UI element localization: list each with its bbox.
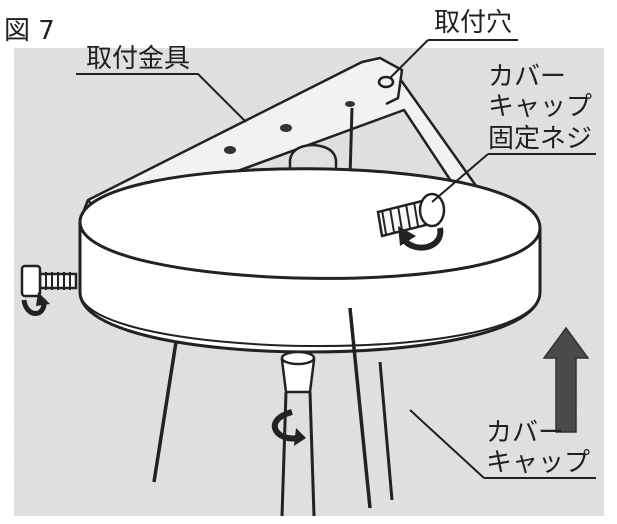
leader-mounting-hole [389,39,518,79]
up-arrow-icon [542,326,590,433]
lead-wire [348,307,372,509]
mounting-hole [377,75,395,89]
cover-screw-thread [381,201,419,235]
bracket-slot [224,146,236,154]
cover-cap-bottom-rim [79,291,541,348]
label-cover-cap-screw-line1: カバー [488,62,567,92]
label-cover-cap-screw-line3: 固定ネジ [488,124,593,154]
leader-mounting-bracket [76,73,247,123]
rotate-arrow-icon [271,409,299,442]
cover-screw-head [418,192,446,228]
rotate-arrow-icon [401,227,444,251]
left-screw-head [20,264,42,298]
bracket-slot [280,124,292,132]
label-mounting-hole: 取付穴 [434,8,513,38]
leader-cover-cap [409,409,596,479]
center-bushing-top [280,350,316,366]
rotate-arrow-head-icon [398,226,416,246]
lead-wire [152,341,178,483]
cover-cap-body [78,167,542,354]
bracket-slot [345,101,355,107]
label-mounting-bracket: 取付金具 [86,44,191,74]
mounting-stud [348,107,354,179]
cover-cap-top-rim [78,221,542,280]
label-cover-cap-line1: カバー [486,418,565,448]
bracket-hole-tab [361,56,404,106]
figure-number: 図 7 [4,16,55,46]
rotate-arrow-head-icon [294,428,306,446]
lead-wire [378,361,394,501]
label-cover-cap-screw-line2: キャップ [488,92,593,122]
rotate-arrow-head-icon [36,292,50,306]
leader-cover-screw [431,153,596,203]
left-screw-thread [45,272,71,290]
label-cover-cap-line2: キャップ [486,448,591,478]
